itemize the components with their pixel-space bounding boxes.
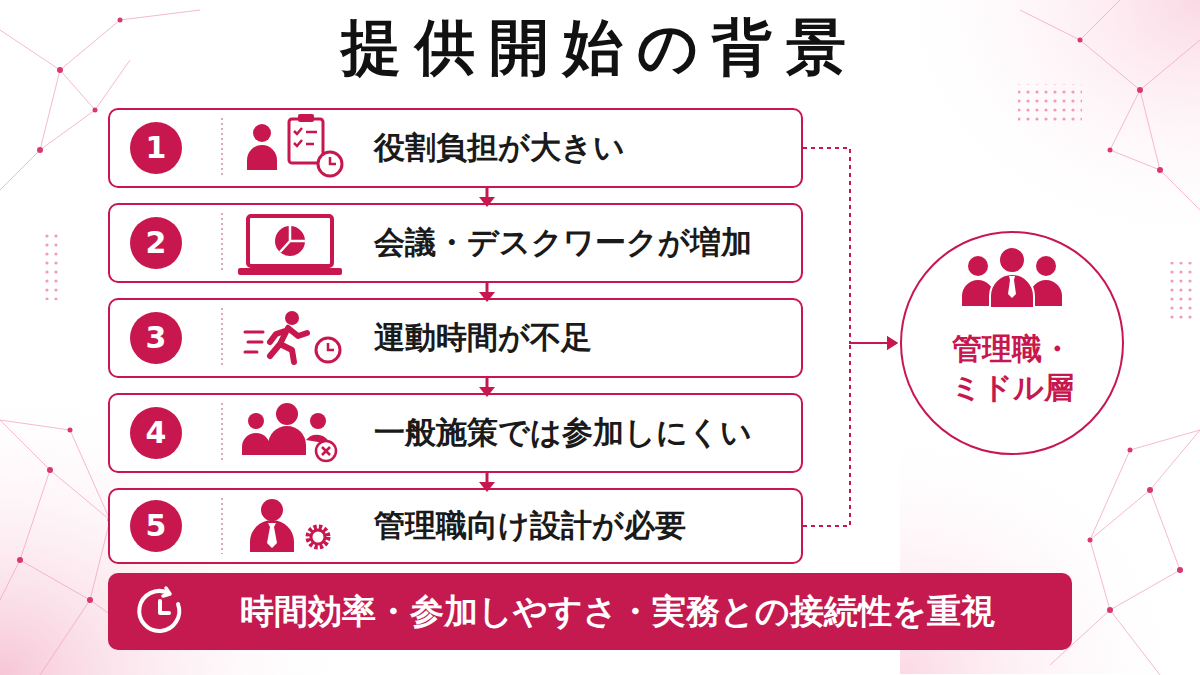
corner-glow-part xyxy=(880,0,1200,260)
connector-line xyxy=(486,473,489,488)
network-dots-part xyxy=(17,557,23,563)
step-number: 2 xyxy=(130,217,182,269)
node-label: 運動時間が不足 xyxy=(374,317,592,359)
node-label: 時間効率・参加しやすさ・実務との接続性を重視 xyxy=(240,589,995,635)
dot-grids-part xyxy=(1018,84,1082,126)
diagram-title: 提供開始の背景 xyxy=(0,8,1200,89)
callout-number: 2 xyxy=(146,228,167,258)
dot-grids-part xyxy=(1168,262,1192,322)
connector-line xyxy=(803,343,896,526)
target-circle: 管理職・ ミドル層 xyxy=(900,231,1124,455)
callout-number: 4 xyxy=(146,418,167,448)
network-dots-part xyxy=(118,18,123,23)
reason-box: 役割負担が大きい 1 xyxy=(108,108,803,188)
network-dots-part xyxy=(1177,567,1183,573)
connector xyxy=(803,336,898,526)
network-lines-part xyxy=(1050,430,1200,675)
network-dots-part xyxy=(57,67,63,73)
network-dots-part xyxy=(1078,38,1083,43)
network-lines-part xyxy=(1020,0,1200,210)
node-label: 管理職向け設計が必要 xyxy=(374,505,686,547)
connector xyxy=(803,148,898,350)
node-label: 管理職・ ミドル層 xyxy=(937,329,1087,407)
network-dots-part xyxy=(1088,538,1093,543)
connector-line xyxy=(803,148,896,343)
network-dots-part xyxy=(47,467,53,473)
arrow-head xyxy=(887,336,898,350)
connector-line xyxy=(486,188,489,203)
dot-grids-part xyxy=(40,230,60,300)
node-label: 一般施策では参加しにくい xyxy=(374,412,752,454)
callout-number: 1 xyxy=(146,133,167,163)
network-lines-part xyxy=(0,10,200,190)
network-dots-part xyxy=(87,597,93,603)
arrow-head xyxy=(887,336,898,350)
reason-box: 会議・デスクワークが増加 2 xyxy=(108,203,803,283)
callout-number: 5 xyxy=(146,511,167,541)
node-label: 役割負担が大きい xyxy=(374,127,625,169)
reason-box: 運動時間が不足 3 xyxy=(108,298,803,378)
connector-line xyxy=(486,378,489,393)
network-dots xyxy=(17,18,1183,614)
network-dots-part xyxy=(1108,148,1113,153)
network-dots-part xyxy=(1128,448,1133,453)
node-label: 会議・デスクワークが増加 xyxy=(374,222,752,264)
network-dots-part xyxy=(1147,487,1153,493)
step-number: 1 xyxy=(130,122,182,174)
network-dots-part xyxy=(37,147,43,153)
network-dots-part xyxy=(93,108,98,113)
summary-band: 時間効率・参加しやすさ・実務との接続性を重視 xyxy=(108,573,1072,650)
step-number: 3 xyxy=(130,312,182,364)
network-dots-part xyxy=(1137,87,1143,93)
callout-number: 3 xyxy=(146,323,167,353)
reason-box: 一般施策では参加しにくい 4 xyxy=(108,393,803,473)
network-dots-part xyxy=(1157,167,1163,173)
network-dots-part xyxy=(68,428,73,433)
reason-box: 管理職向け設計が必要 5 xyxy=(108,488,803,564)
step-number: 4 xyxy=(130,407,182,459)
connector-line xyxy=(486,283,489,298)
network-dots-part xyxy=(1107,607,1113,613)
step-number: 5 xyxy=(130,500,182,552)
